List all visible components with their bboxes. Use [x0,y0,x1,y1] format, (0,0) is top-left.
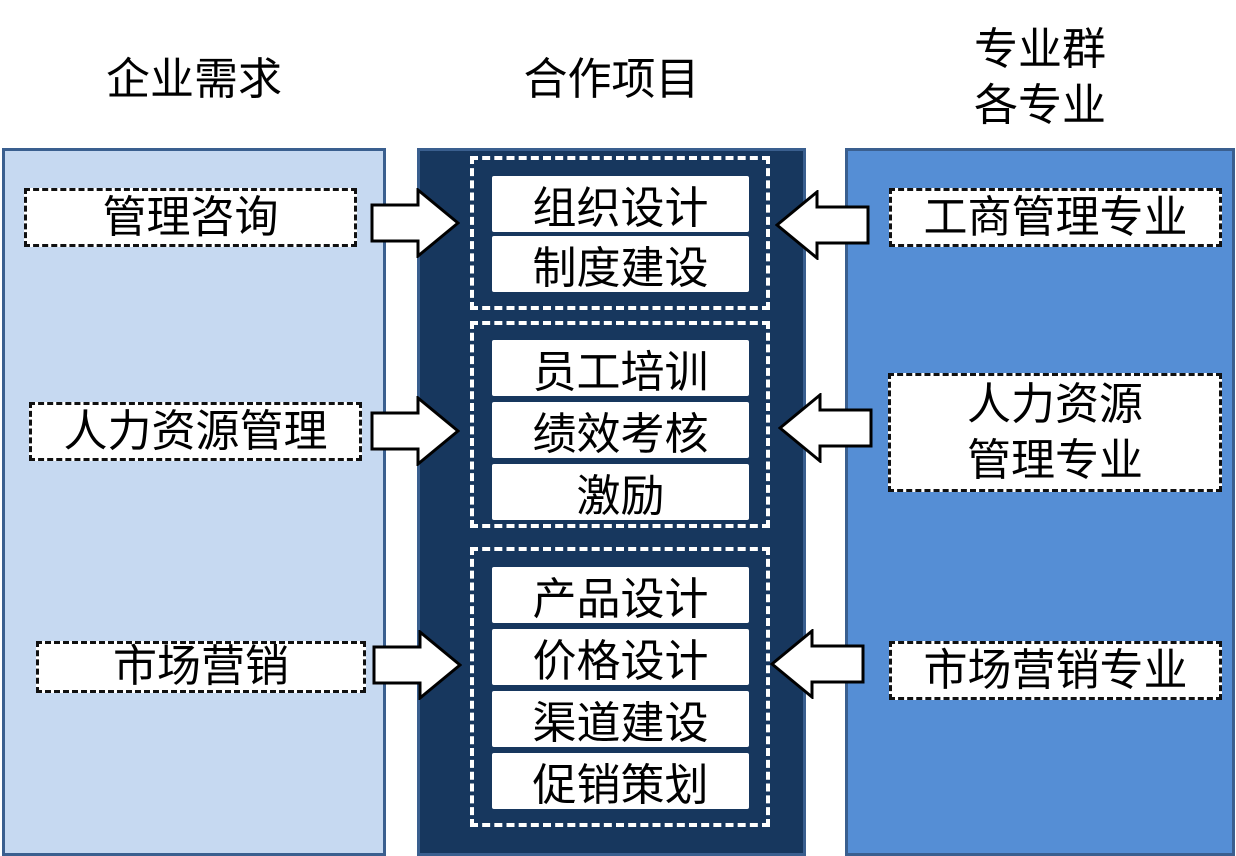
project-group-management [470,156,770,310]
header-majors-line2: 各专业 [974,80,1106,131]
project-item: 价格设计 [492,629,749,687]
arrow-left-icon [775,190,870,260]
project-group-human-resources [470,321,770,528]
project-item: 组织设计 [492,176,749,234]
header-cooperation-projects: 合作项目 [523,54,700,105]
project-item: 员工培训 [492,340,749,398]
project-item: 绩效考核 [492,402,749,460]
project-item: 渠道建设 [492,691,749,749]
arrow-right-icon [372,630,462,700]
need-marketing: 市场营销 [36,641,366,693]
header-majors-line1: 专业群 [974,24,1106,75]
need-management-consulting: 管理咨询 [24,188,357,247]
major-human-resources: 人力资源 管理专业 [888,373,1222,492]
project-item: 激励 [492,464,749,522]
header-enterprise-needs: 企业需求 [106,54,282,105]
need-human-resources: 人力资源管理 [29,402,362,461]
major-business-administration: 工商管理专业 [889,188,1222,247]
major-hr-line1: 人力资源 [967,378,1143,430]
project-group-marketing [470,547,770,827]
majors-column [845,148,1235,856]
arrow-left-icon [778,393,873,463]
project-item: 制度建设 [492,236,749,294]
major-hr-line2: 管理专业 [967,434,1143,486]
arrow-right-icon [370,188,460,258]
major-marketing: 市场营销专业 [889,641,1222,700]
header-majors: 专业群 各专业 [845,22,1235,134]
project-item: 促销策划 [492,753,749,811]
project-item: 产品设计 [492,567,749,625]
arrow-right-icon [370,396,460,466]
arrow-left-icon [770,629,865,699]
enterprise-needs-column [2,148,386,856]
